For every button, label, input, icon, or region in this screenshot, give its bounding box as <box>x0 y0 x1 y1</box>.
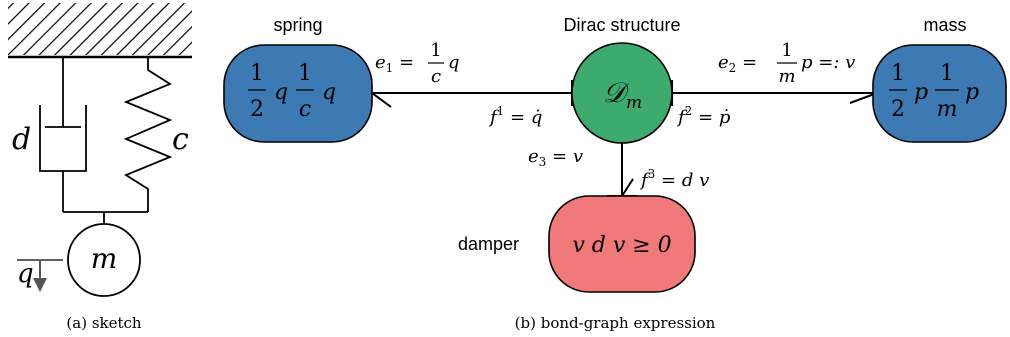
svg-text:p: p <box>965 80 979 105</box>
damper-node <box>548 195 696 293</box>
svg-text:m: m <box>626 93 642 113</box>
svg-text:2: 2 <box>891 97 905 122</box>
dirac-title: Dirac structure <box>563 15 680 35</box>
spring-symbol <box>123 57 173 212</box>
svg-text:1: 1 <box>891 61 905 86</box>
damper-symbol <box>39 57 87 212</box>
damper-title: damper <box>458 234 519 254</box>
bondgraph-panel: spring 1 2 q 1 c q Dirac structure 𝒟 m m… <box>223 15 1007 332</box>
mass-flow-label: f2 = ṗ <box>676 104 731 128</box>
svg-text:m: m <box>937 97 958 122</box>
svg-text:m: m <box>778 66 795 87</box>
spring-flow-label: f1 = q̇ <box>488 104 542 128</box>
bondgraph-caption: (b) bond-graph expression <box>515 314 716 332</box>
damper-expression: v d v ≥ 0 <box>572 233 671 258</box>
mass-node <box>872 44 1007 143</box>
svg-text:c: c <box>299 97 311 122</box>
svg-text:p =: v: p =: v <box>801 52 855 73</box>
mass-effort-label: e2 = 1 m p =: v <box>718 40 855 87</box>
svg-text:e1 =: e1 = <box>375 52 414 75</box>
spring-effort-label: e1 = 1 c q <box>375 40 460 87</box>
svg-text:f1 = q̇: f1 = q̇ <box>488 104 542 128</box>
svg-text:q: q <box>322 80 336 105</box>
svg-text:e3 = v: e3 = v <box>528 146 583 169</box>
mass-symbol <box>67 223 141 297</box>
coordinate-arrow-head <box>33 278 47 292</box>
coordinate-label: q <box>17 259 34 289</box>
damper-effort-label: e3 = v <box>528 146 583 169</box>
svg-text:q: q <box>274 80 288 105</box>
spring-expression: 1 2 q 1 c q <box>248 61 336 122</box>
svg-text:1: 1 <box>298 61 312 86</box>
dirac-node <box>571 42 673 144</box>
svg-text:p: p <box>914 80 928 105</box>
ceiling-hatch <box>8 3 192 55</box>
sketch-panel: d c m q (a) sketch <box>8 3 192 332</box>
svg-text:1: 1 <box>250 61 264 86</box>
svg-text:2: 2 <box>250 97 264 122</box>
spring-node <box>223 44 373 143</box>
damper-label: d <box>12 122 31 157</box>
svg-text:f3 = d v: f3 = d v <box>639 167 709 191</box>
mass-label: m <box>91 242 118 275</box>
spring-title: spring <box>273 15 322 35</box>
mass-connector <box>63 211 148 224</box>
svg-text:e2 =: e2 = <box>718 52 757 75</box>
svg-text:1: 1 <box>940 61 954 86</box>
svg-text:c: c <box>431 66 441 87</box>
damper-flow-label: f3 = d v <box>639 167 709 191</box>
mass-expression: 1 2 p 1 m p <box>889 61 979 122</box>
spring-label: c <box>172 122 189 157</box>
svg-text:f2 = ṗ: f2 = ṗ <box>676 104 731 128</box>
svg-text:q: q <box>448 52 460 73</box>
bond-spring-half-arrow <box>371 92 392 108</box>
svg-text:1: 1 <box>430 40 441 61</box>
sketch-caption: (a) sketch <box>66 314 142 332</box>
mass-title: mass <box>923 15 966 35</box>
bond-damper-half-arrow <box>621 178 634 197</box>
svg-text:1: 1 <box>781 40 792 61</box>
